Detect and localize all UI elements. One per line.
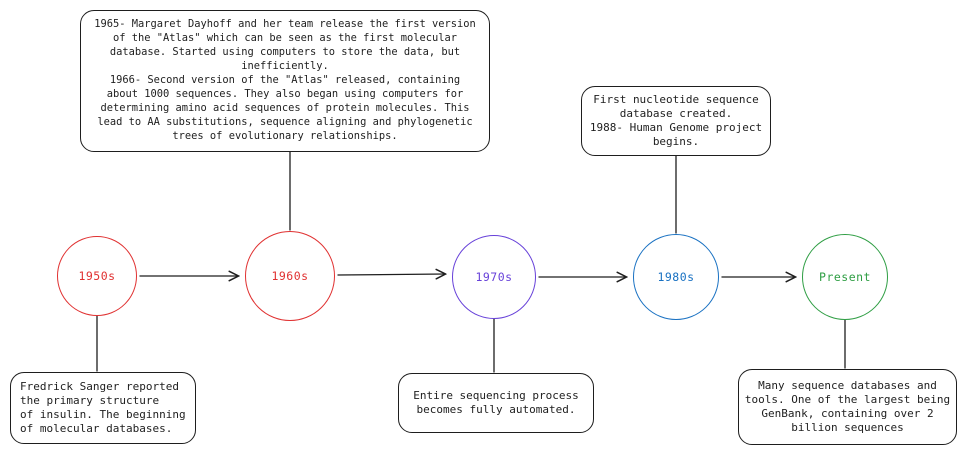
timeline-node-1950s-label: 1950s <box>78 269 116 283</box>
timeline-node-1960s: 1960s <box>245 231 335 321</box>
callout-genbank-text: Many sequence databases and tools. One o… <box>744 378 951 435</box>
callout-nucleotide-1980s: First nucleotide sequence database creat… <box>581 86 771 156</box>
timeline-node-1970s: 1970s <box>452 235 536 319</box>
callout-genbank-present: Many sequence databases and tools. One o… <box>738 369 957 445</box>
callout-dayhoff-1960s: 1965- Margaret Dayhoff and her team rele… <box>80 10 490 152</box>
callout-sequencing-1970s: Entire sequencing process becomes fully … <box>398 373 594 433</box>
callout-sequencing-text: Entire sequencing process becomes fully … <box>413 388 579 416</box>
callout-dayhoff-text: 1965- Margaret Dayhoff and her team rele… <box>94 18 476 142</box>
callout-sanger-1950s: Fredrick Sanger reported the primary str… <box>10 372 196 444</box>
timeline-node-present: Present <box>802 234 888 320</box>
timeline-node-1950s: 1950s <box>57 236 137 316</box>
timeline-node-1980s: 1980s <box>633 234 719 320</box>
timeline-node-1970s-label: 1970s <box>475 270 513 284</box>
timeline-node-1960s-label: 1960s <box>271 269 309 283</box>
arrow-1960s-to-1970s <box>337 274 445 275</box>
timeline-node-present-label: Present <box>819 270 871 284</box>
timeline-node-1980s-label: 1980s <box>657 270 695 284</box>
callout-nucleotide-text: First nucleotide sequence database creat… <box>589 92 763 149</box>
callout-sanger-text: Fredrick Sanger reported the primary str… <box>20 379 186 436</box>
